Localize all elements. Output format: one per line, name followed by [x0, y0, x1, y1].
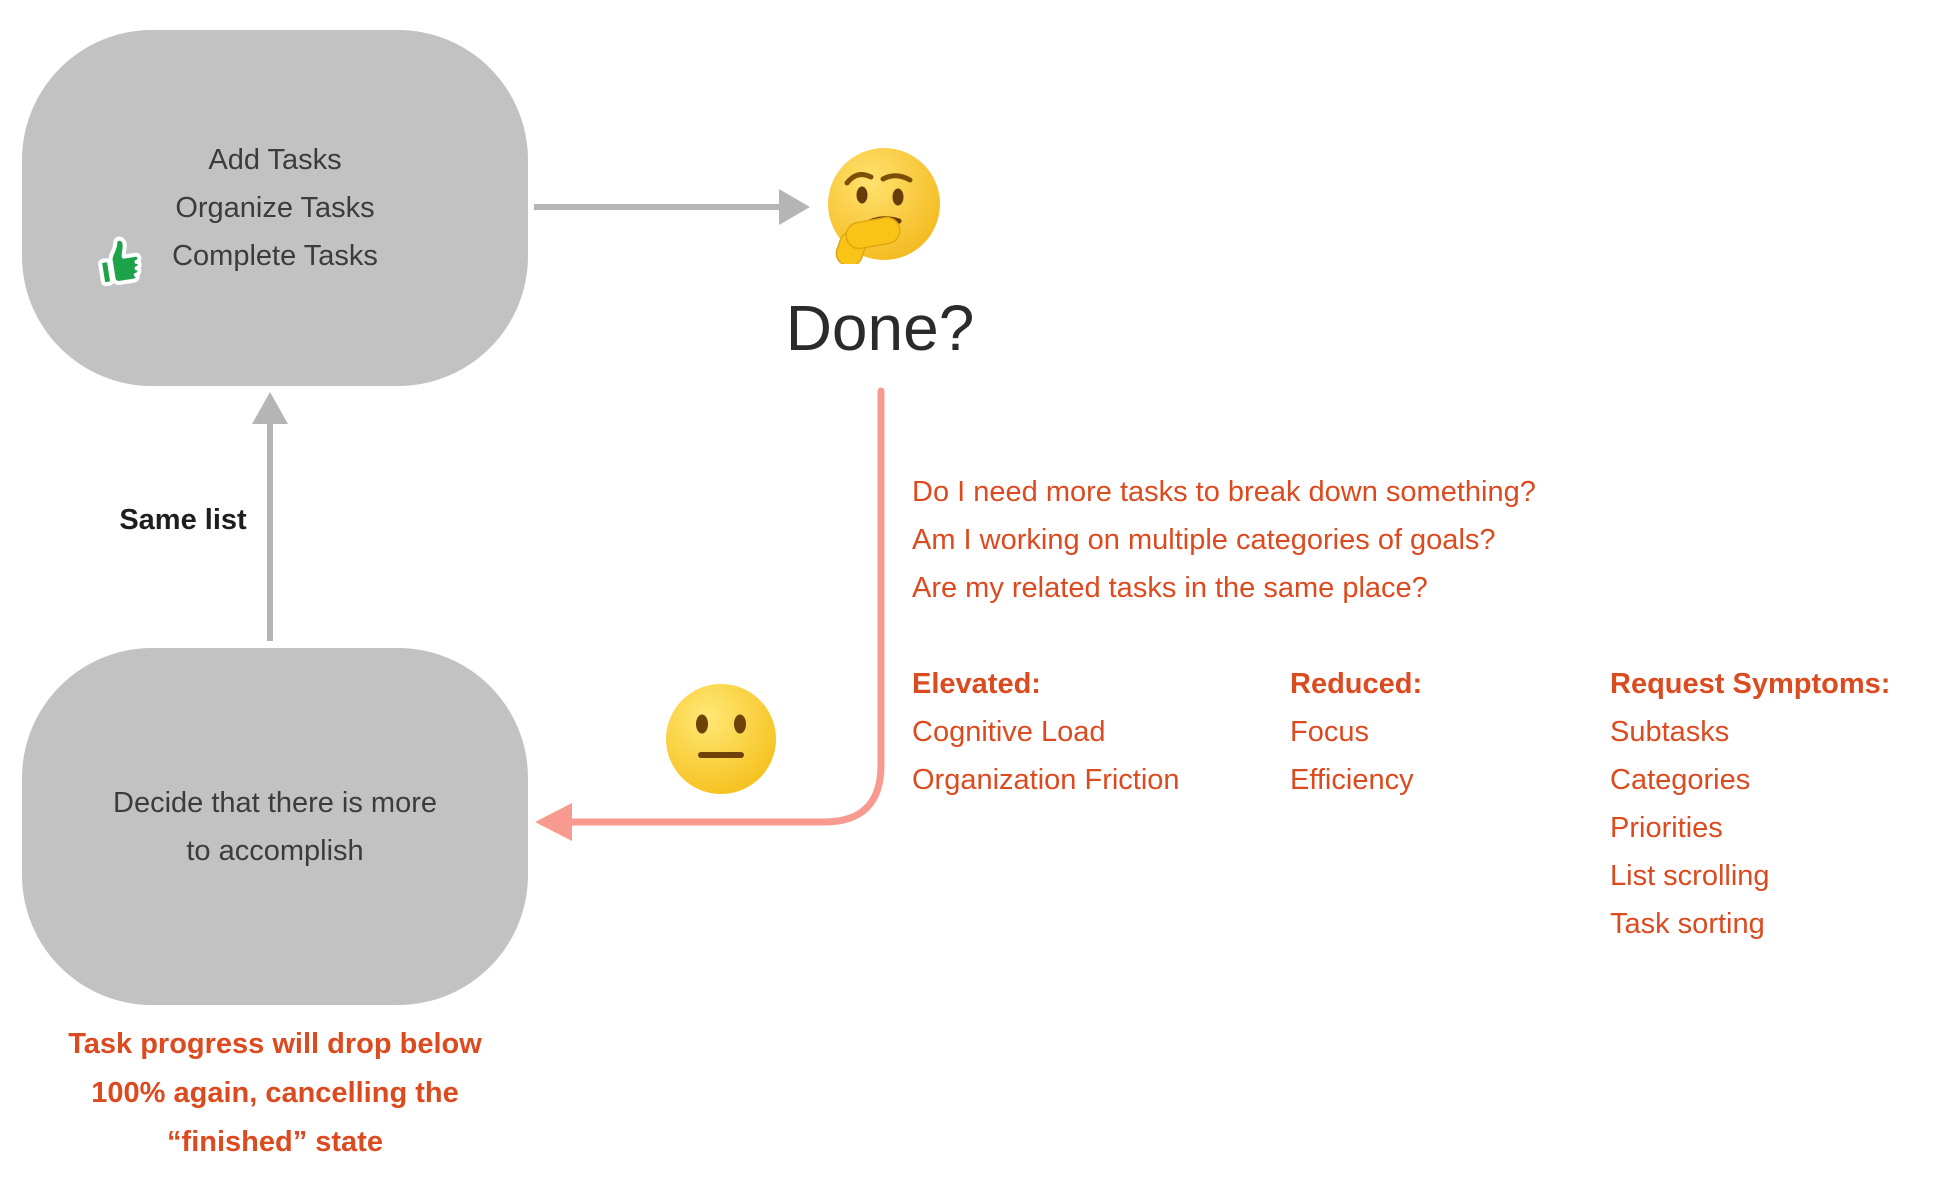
cycle-box-line: Add Tasks	[208, 144, 342, 176]
arrow-done-to-decide	[535, 387, 885, 841]
column-header: Reduced:	[1290, 668, 1423, 700]
question-line: Are my related tasks in the same place?	[912, 572, 1428, 604]
reflection-questions: Do I need more tasks to break down somet…	[912, 468, 1536, 612]
column-item: Efficiency	[1290, 764, 1414, 796]
warning-line: “finished” state	[167, 1126, 383, 1158]
question-line: Do I need more tasks to break down somet…	[912, 476, 1536, 508]
neutral-face-icon	[666, 684, 776, 794]
arrow-decide-to-cycle	[252, 392, 288, 641]
column-item: Focus	[1290, 716, 1369, 748]
same-list-label: Same list	[119, 504, 247, 536]
thumbs-up-icon	[98, 236, 142, 287]
column-elevated: Elevated: Cognitive Load Organization Fr…	[912, 660, 1180, 804]
column-item: Priorities	[1610, 812, 1723, 844]
column-request-symptoms: Request Symptoms: Subtasks Categories Pr…	[1610, 660, 1890, 948]
warning-line: 100% again, cancelling the	[91, 1077, 459, 1109]
cycle-box: Add Tasks Organize Tasks Complete Tasks	[22, 30, 528, 386]
warning-line: Task progress will drop below	[68, 1028, 482, 1060]
column-item: Organization Friction	[912, 764, 1180, 796]
decide-box: Decide that there is more to accomplish	[22, 648, 528, 1005]
decide-box-line: to accomplish	[186, 834, 364, 867]
column-reduced: Reduced: Focus Efficiency	[1290, 660, 1422, 804]
column-item: List scrolling	[1610, 860, 1770, 892]
cycle-box-line: Organize Tasks	[175, 192, 375, 224]
arrow-cycle-to-done	[534, 189, 810, 225]
thinking-face-icon	[828, 148, 940, 264]
column-item: Subtasks	[1610, 716, 1730, 748]
column-header: Request Symptoms:	[1610, 668, 1891, 700]
cycle-box-line: Complete Tasks	[172, 240, 378, 272]
decide-box-line: Decide that there is more	[113, 786, 437, 819]
column-item: Task sorting	[1610, 908, 1765, 940]
question-line: Am I working on multiple categories of g…	[912, 524, 1496, 556]
warning-text: Task progress will drop below 100% again…	[5, 1020, 545, 1167]
column-item: Categories	[1610, 764, 1751, 796]
thinking-hand	[835, 216, 901, 264]
done-label: Done?	[785, 292, 975, 364]
column-item: Cognitive Load	[912, 716, 1106, 748]
column-header: Elevated:	[912, 668, 1041, 700]
